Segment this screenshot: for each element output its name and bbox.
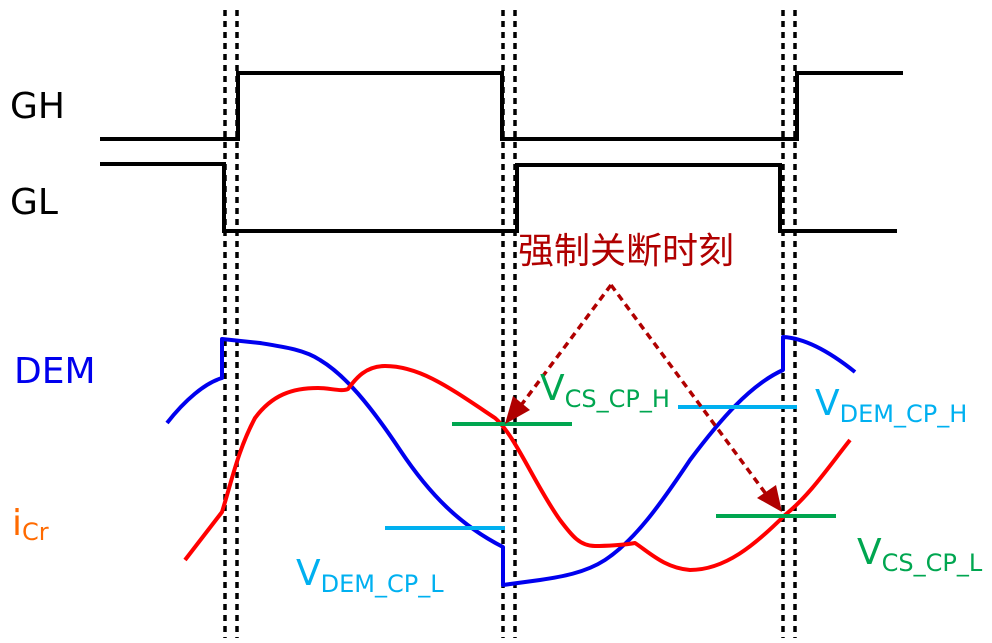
- annotation-label: 强制关断时刻: [518, 231, 734, 272]
- icr-label-main: i: [12, 503, 22, 544]
- gh-label: GH: [10, 86, 65, 127]
- arrow-right-shaft: [609, 283, 768, 496]
- timing-markers: [223, 10, 797, 638]
- gate-waveforms: [100, 71, 903, 233]
- vdem-cp-h-sub: DEM_CP_H: [840, 400, 968, 428]
- dem-waveform: [165, 335, 857, 587]
- vcs-cp-l-main: V: [857, 532, 882, 573]
- vdem-cp-l-main: V: [296, 553, 321, 594]
- vcs-cp-h-main: V: [540, 368, 565, 409]
- icr-waveform: [183, 364, 852, 572]
- vcs-cp-h-label: VCS_CP_H: [540, 368, 670, 413]
- arrow-left-shaft: [520, 283, 613, 406]
- arrow-right-head: [757, 485, 782, 512]
- icr-label: iCr: [12, 503, 49, 546]
- vcs-cp-h-sub: CS_CP_H: [565, 385, 670, 413]
- annotation-arrows: [505, 283, 782, 512]
- vdem-cp-h-label: VDEM_CP_H: [815, 383, 967, 428]
- gl-waveform: [100, 162, 897, 233]
- gh-waveform: [100, 71, 903, 141]
- vdem-cp-h-main: V: [815, 383, 840, 424]
- gl-label: GL: [10, 182, 58, 223]
- vcs-cp-l-sub: CS_CP_L: [882, 549, 983, 577]
- arrow-left-head: [505, 396, 530, 424]
- dem-label: DEM: [14, 351, 96, 392]
- icr-label-sub: Cr: [22, 518, 49, 546]
- vdem-cp-l-sub: DEM_CP_L: [321, 570, 445, 598]
- vdem-cp-l-label: VDEM_CP_L: [296, 553, 444, 598]
- vcs-cp-l-label: VCS_CP_L: [857, 532, 983, 577]
